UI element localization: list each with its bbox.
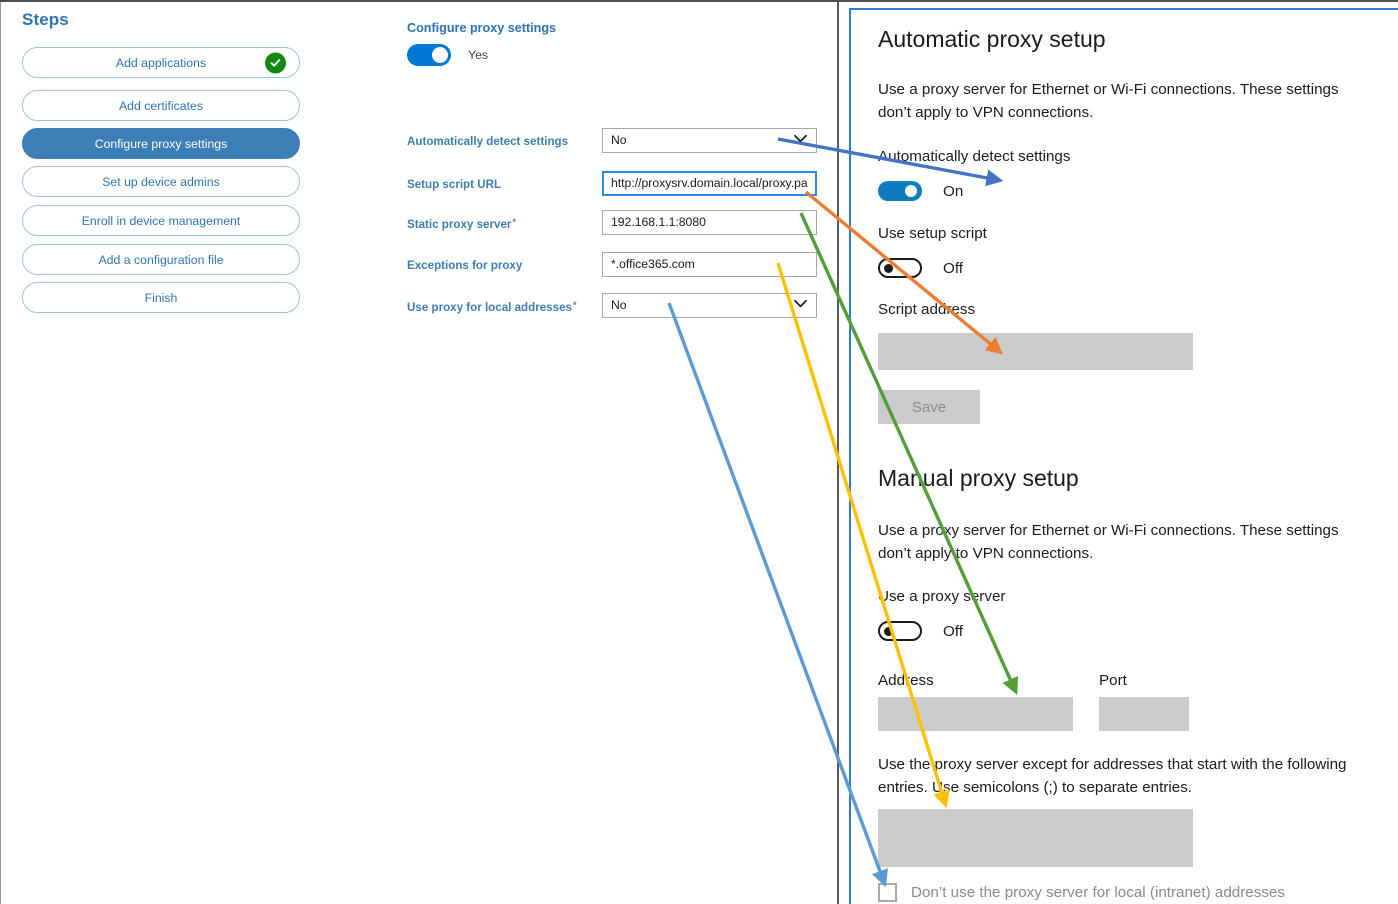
select-automatically-detect-settings[interactable]: No [602,128,817,153]
step-label: Set up device admins [102,174,220,189]
use-a-proxy-server-label: Use a proxy server [878,588,1006,605]
step-label: Add certificates [118,98,204,113]
automatically-detect-settings-label: Automatically detect settings [878,148,1071,165]
toggle-state-label: On [943,182,964,200]
label-use-proxy-for-local-addresses: Use proxy for local addresses* [407,300,577,314]
port-label: Port [1099,672,1127,689]
step-item-finish[interactable]: Finish [22,282,300,313]
step-item-add-a-configuration-file[interactable]: Add a configuration file [22,244,300,275]
save-button[interactable]: Save [878,390,980,424]
use-a-proxy-server-toggle[interactable]: Off [878,621,963,641]
input-static-proxy-server[interactable]: 192.168.1.1:8080 [602,210,817,235]
toggle-switch-on [878,181,922,201]
checkbox-unchecked-icon[interactable] [878,883,897,902]
select-use-proxy-for-local-addresses[interactable]: No [602,293,817,318]
label-static-proxy-server: Static proxy server* [407,217,516,231]
step-label: Configure proxy settings [94,136,228,151]
address-input[interactable] [878,697,1073,731]
automatic-proxy-setup-description: Use a proxy server for Ethernet or Wi-Fi… [878,81,1339,121]
toggle-switch-off [878,258,922,278]
port-input[interactable] [1099,697,1189,731]
input-value: *.office365.com [611,257,695,271]
step-item-enroll-in-device-management[interactable]: Enroll in device management [22,205,300,236]
select-value: No [611,298,627,312]
label-exceptions-for-proxy: Exceptions for proxy [407,259,523,272]
step-item-configure-proxy-settings[interactable]: Configure proxy settings [22,128,300,159]
input-setup-script-url[interactable]: http://proxysrv.domain.local/proxy.pa [602,171,817,196]
use-setup-script-label: Use setup script [878,225,987,242]
bypass-local-addresses-label: Don’t use the proxy server for local (in… [911,884,1285,901]
configure-proxy-settings-toggle[interactable]: Yes [407,44,488,66]
left-frame-edge [0,2,1,904]
label-automatically-detect-settings: Automatically detect settings [407,135,569,148]
automatically-detect-settings-toggle[interactable]: On [878,181,963,201]
toggle-state-label: Off [943,259,963,277]
step-item-add-certificates[interactable]: Add certificates [22,90,300,121]
chevron-down-icon [794,128,807,151]
use-setup-script-toggle[interactable]: Off [878,258,963,278]
steps-panel: Steps Add applications Add certificates … [1,2,321,904]
step-label: Enroll in device management [81,213,241,228]
windows-settings-panel: Automatic proxy setup Use a proxy server… [849,8,1398,904]
proxy-exceptions-input[interactable] [878,809,1193,867]
input-value: http://proxysrv.domain.local/proxy.pa [611,176,808,190]
step-label: Add a configuration file [98,252,224,267]
manual-proxy-setup-description: Use a proxy server for Ethernet or Wi-Fi… [878,522,1339,562]
select-value: No [611,133,627,147]
script-address-label: Script address [878,301,976,318]
steps-title: Steps [22,10,69,29]
check-circle-icon [265,52,286,73]
manual-proxy-setup-heading: Manual proxy setup [878,465,1079,491]
top-border-rule [0,0,1398,2]
toggle-state-label: Off [943,622,963,640]
input-value: 192.168.1.1:8080 [611,215,706,229]
step-item-set-up-device-admins[interactable]: Set up device admins [22,166,300,197]
proxy-exceptions-description: Use the proxy server except for addresse… [878,756,1347,796]
toggle-switch-off [878,621,922,641]
step-item-add-applications[interactable]: Add applications [22,47,300,78]
automatic-proxy-setup-heading: Automatic proxy setup [878,26,1106,52]
bypass-local-addresses-checkbox-row[interactable]: Don’t use the proxy server for local (in… [878,883,1285,902]
step-label: Finish [144,290,178,305]
address-label: Address [878,672,934,689]
chevron-down-icon [794,293,807,316]
input-exceptions-for-proxy[interactable]: *.office365.com [602,252,817,277]
proxy-form-panel: Configure proxy settings Yes Automatical… [321,2,837,904]
script-address-input[interactable] [878,333,1193,370]
toggle-value-label: Yes [468,48,489,62]
toggle-switch-on [407,44,451,66]
step-label: Add applications [115,55,207,70]
form-heading: Configure proxy settings [407,21,557,35]
label-setup-script-url: Setup script URL [407,178,502,191]
vertical-divider [837,2,839,904]
